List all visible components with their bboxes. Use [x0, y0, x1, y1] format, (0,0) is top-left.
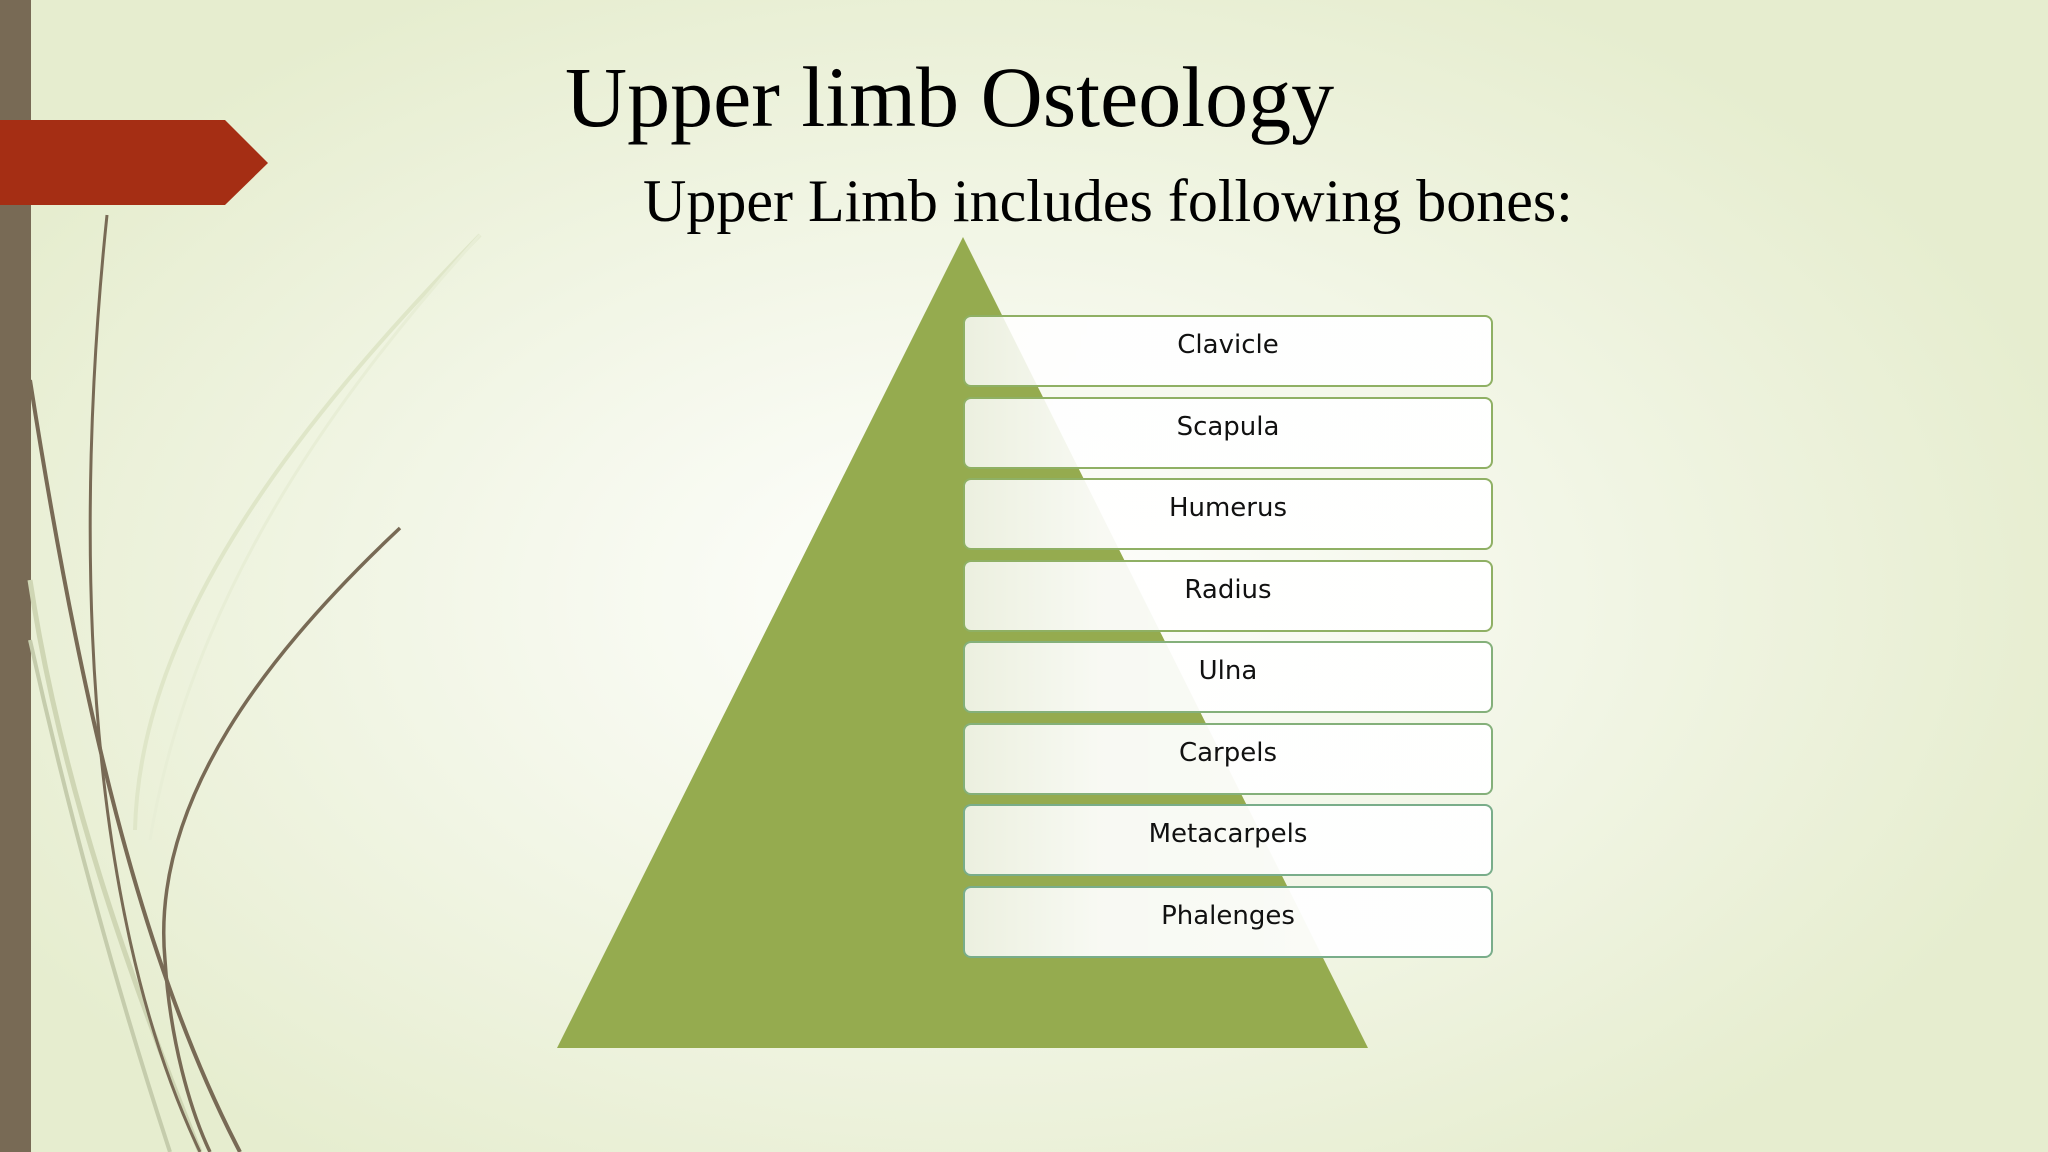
bone-item-carpels: Carpels	[963, 722, 1493, 795]
bone-label: Phalenges	[1161, 900, 1295, 931]
bone-label: Scapula	[1176, 411, 1280, 442]
bone-label: Radius	[1184, 574, 1272, 605]
bone-label: Clavicle	[1177, 330, 1279, 360]
bone-item-phalenges: Phalenges	[963, 885, 1493, 958]
bone-item-metacarpels: Metacarpels	[963, 804, 1493, 876]
bone-label: Metacarpels	[1148, 819, 1308, 849]
accent-arrow-tab	[0, 120, 268, 205]
bone-label: Humerus	[1168, 493, 1288, 523]
slide-subtitle: Upper Limb includes following bones:	[643, 168, 1573, 234]
bone-item-humerus: Humerus	[963, 478, 1493, 550]
slide-title: Upper limb Osteology	[565, 49, 1335, 145]
bone-item-clavicle: Clavicle	[963, 315, 1493, 387]
bone-item-scapula: Scapula	[963, 396, 1493, 469]
bone-label: Ulna	[1198, 656, 1258, 686]
bone-item-ulna: Ulna	[963, 641, 1493, 713]
bone-label: Carpels	[1178, 737, 1278, 768]
bone-item-radius: Radius	[963, 559, 1493, 632]
bone-list: Clavicle Scapula Humerus Radius Ulna Car…	[963, 315, 1493, 967]
